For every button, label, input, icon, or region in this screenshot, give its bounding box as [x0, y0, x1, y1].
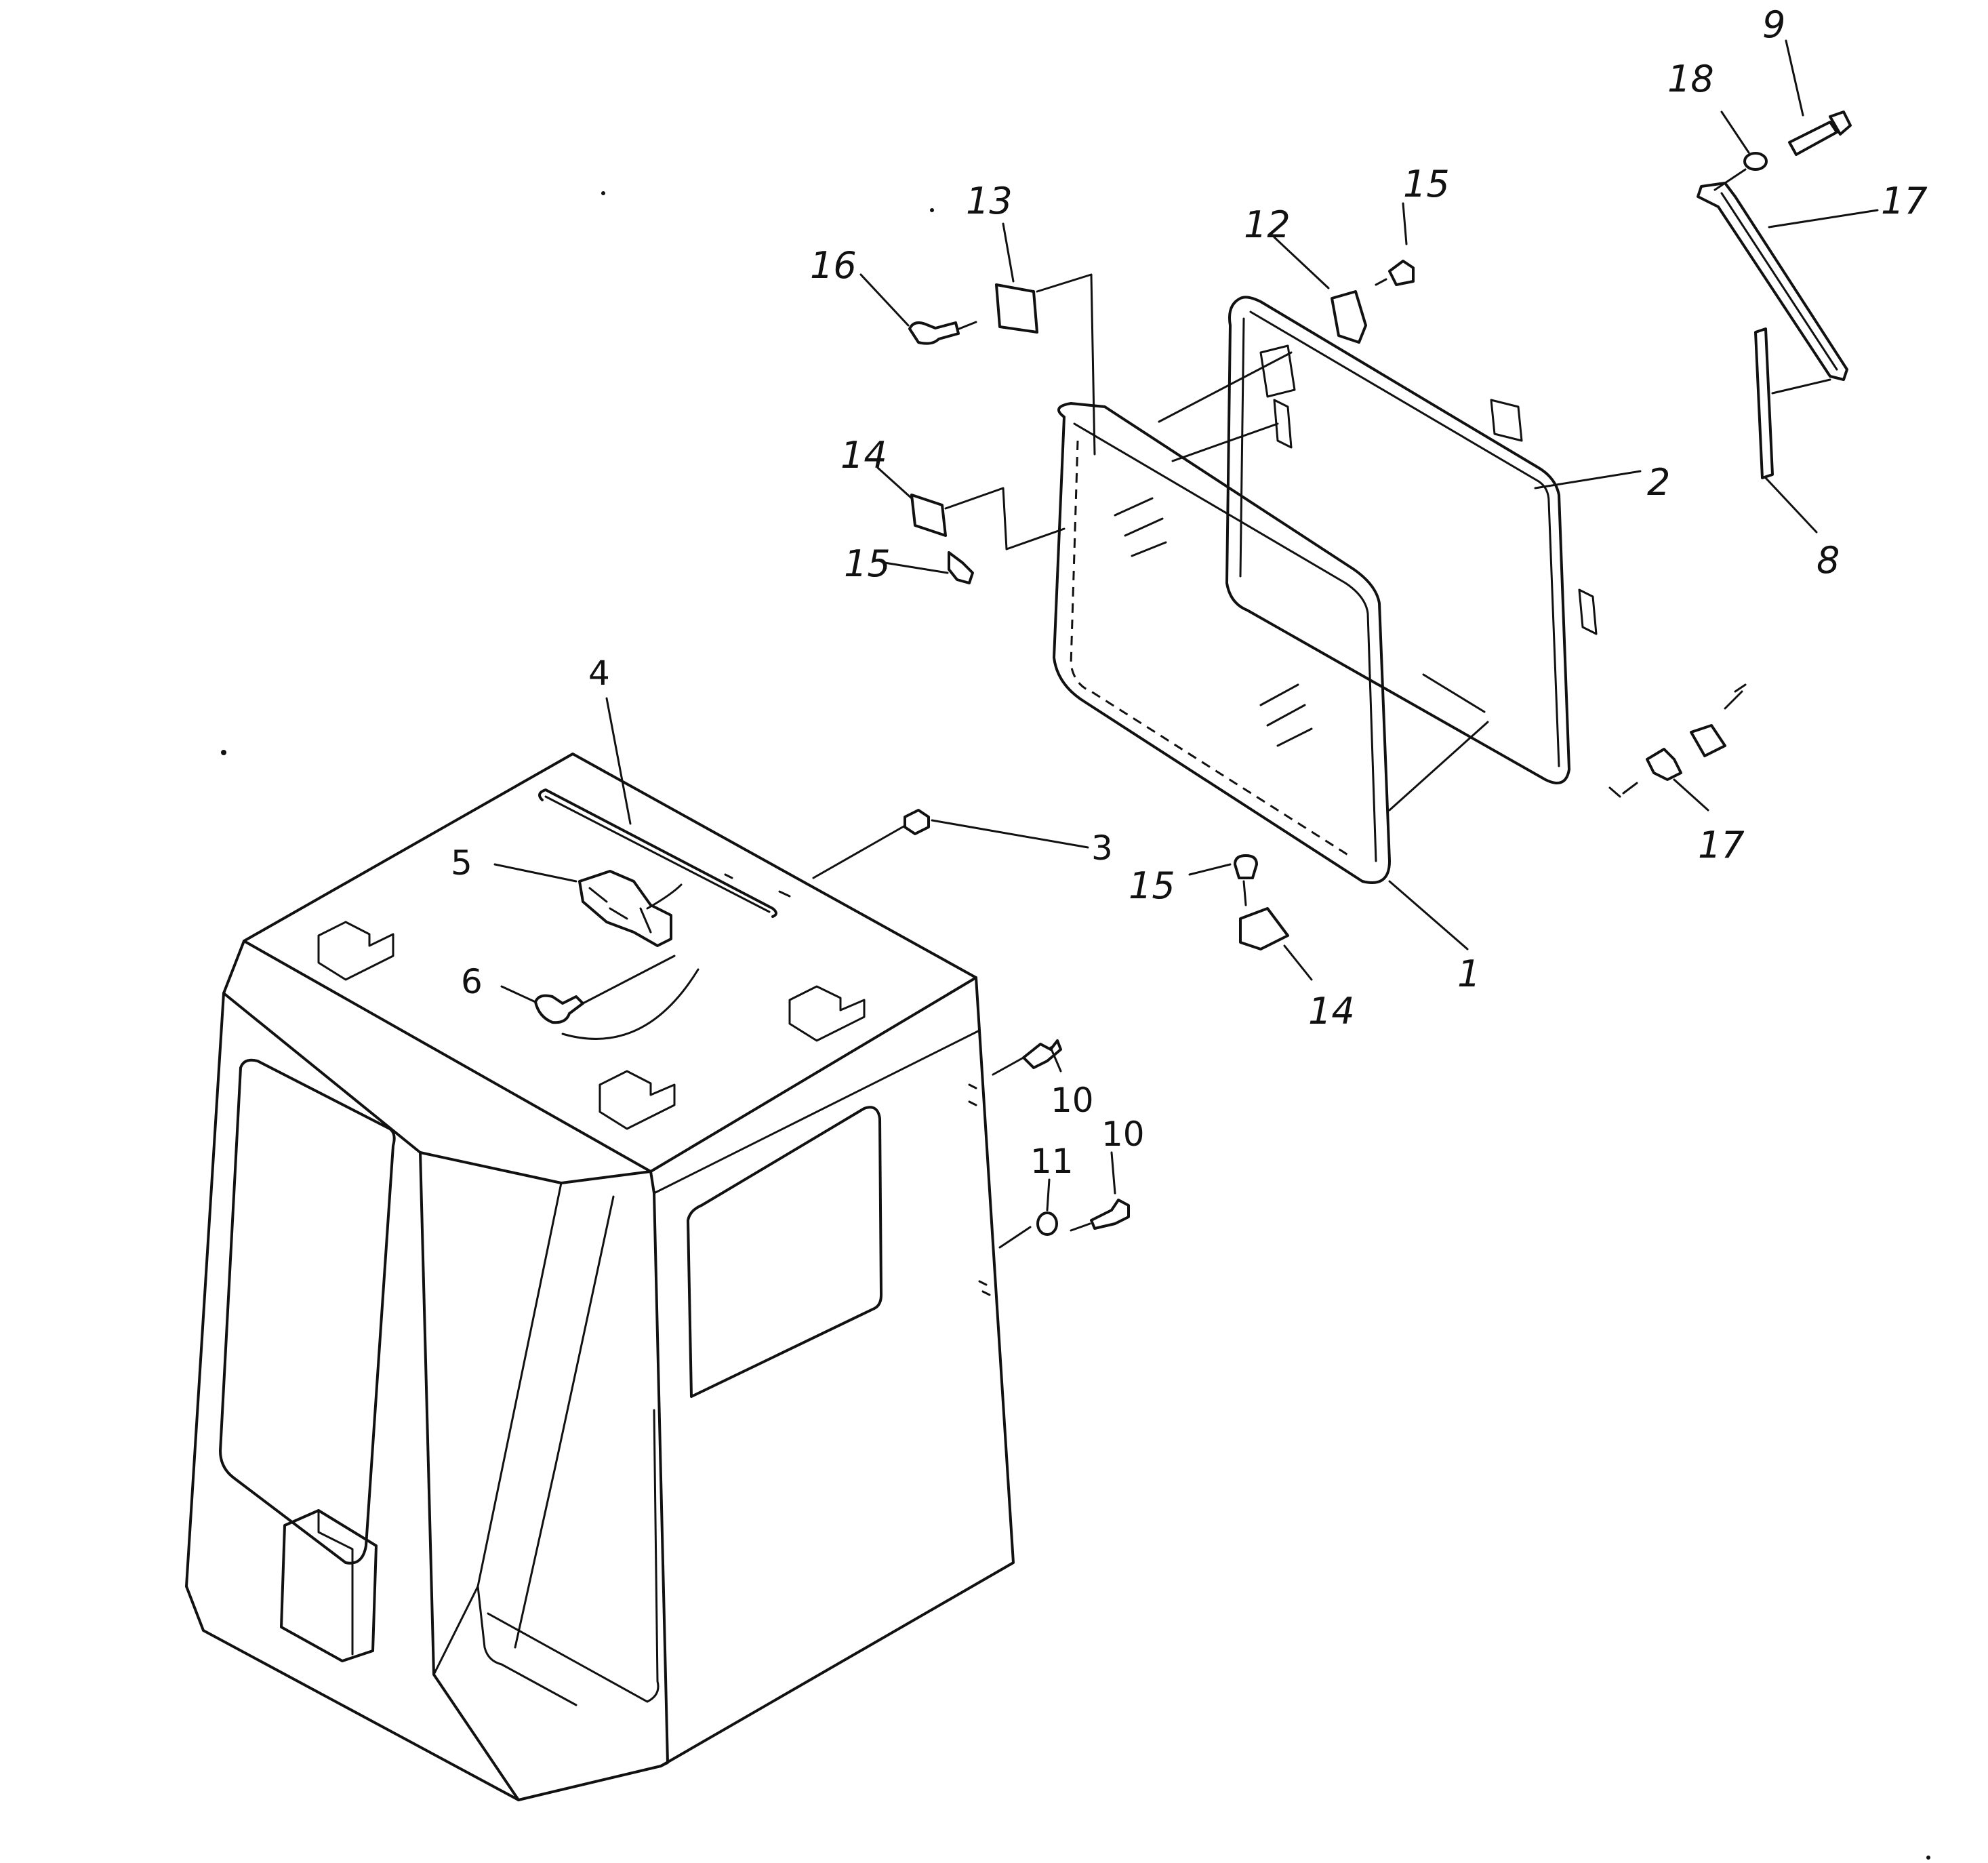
part-2-rear-frame: [1158, 296, 1598, 812]
callout-2: 2: [1647, 461, 1670, 504]
part-15-bolt-lower: [1234, 854, 1258, 906]
callout-1: 1: [1457, 953, 1480, 995]
part-14-bracket-lower: [1239, 907, 1289, 950]
callout-8: 8: [1817, 539, 1840, 582]
part-15-clip-top: [1375, 260, 1415, 286]
callout-labels: 1 2 3 4 5 6 8 9 10 10 11 12 13 14 14 15 …: [451, 3, 1928, 1181]
callout-15b: 15: [1403, 163, 1450, 205]
part-16-bolt: [908, 321, 977, 345]
callout-16: 16: [810, 244, 857, 287]
part-18-washer: [1713, 152, 1768, 191]
part-4-cable: [538, 788, 791, 918]
callout-9: 9: [1762, 3, 1785, 46]
part-5-wiper-motor: [578, 870, 683, 947]
callout-10a: 10: [1051, 1081, 1094, 1120]
callout-17b: 17: [1698, 824, 1745, 866]
part-15-bolt-upper: [948, 551, 974, 584]
callout-12: 12: [1244, 203, 1291, 246]
part-10-bolt-upper: [992, 1039, 1062, 1076]
leader-lines: [493, 39, 1879, 1211]
scan-speckles: [221, 191, 1930, 1860]
part-17-clip-right: [1608, 683, 1747, 798]
callout-11: 11: [1030, 1142, 1074, 1181]
part-12-clip: [1331, 290, 1367, 344]
callout-6: 6: [461, 962, 483, 1001]
part-3-grommet: [812, 809, 930, 879]
callout-10b: 10: [1101, 1115, 1145, 1154]
callout-4: 4: [588, 654, 610, 693]
part-14-bracket-upper: [910, 487, 1066, 550]
callout-17a: 17: [1881, 180, 1928, 222]
part-11-washer: [998, 1211, 1058, 1249]
part-1-front-glass: [1053, 402, 1391, 884]
part-6-knob: [534, 955, 676, 1024]
callout-13: 13: [966, 180, 1013, 222]
callout-5: 5: [451, 843, 472, 883]
part-8-wiper-blade: [1754, 327, 1831, 479]
part-10-bolt-lower: [1070, 1199, 1130, 1232]
callout-14b: 14: [1308, 990, 1355, 1033]
callout-14a: 14: [840, 434, 887, 477]
callout-15a: 15: [844, 542, 891, 585]
part-9-bolt: [1788, 111, 1852, 156]
callout-3: 3: [1091, 828, 1113, 868]
cab-body: [185, 753, 1015, 1801]
part-13-plate: [995, 273, 1096, 456]
callout-15c: 15: [1129, 864, 1175, 907]
callout-18: 18: [1667, 58, 1714, 100]
part-17-wiper-arm: [1697, 182, 1848, 381]
